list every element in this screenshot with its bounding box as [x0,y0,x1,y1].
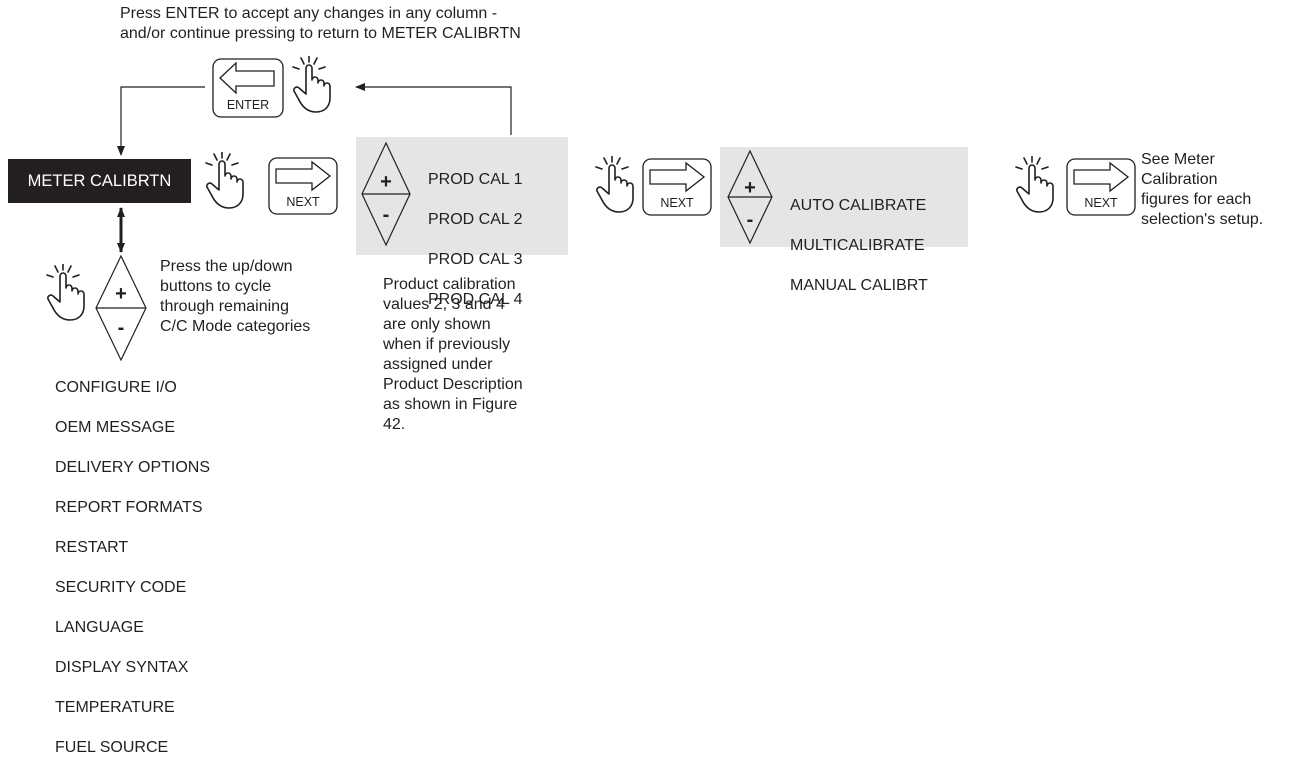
list-item: CONFIGURE I/O [55,379,177,396]
pointing-hand-icon [595,156,634,213]
left-arrow-icon [219,61,275,95]
list-item: REPORT FORMATS [55,499,203,516]
up-down-diamond-icon[interactable] [360,141,412,247]
enter-key[interactable]: ENTER [212,58,284,118]
up-down-diamond-icon[interactable] [726,149,774,245]
right-arrow-icon [1073,161,1130,193]
next-key-label: NEXT [660,196,694,210]
next-key[interactable]: NEXT [1066,158,1136,216]
list-item: PROD CAL 2 [428,211,523,228]
pointing-hand-icon [205,152,244,209]
product-cal-note: Product calibration values 2, 3 and 4 ar… [383,276,523,433]
right-arrow-icon [275,160,332,192]
list-item: RESTART [55,539,129,556]
list-item: TEMPERATURE [55,699,175,716]
plus-key[interactable]: + [115,283,127,305]
next-key[interactable]: NEXT [268,157,338,215]
next-key-frame [642,158,712,216]
enter-key-label: ENTER [226,98,270,112]
next-key[interactable]: NEXT [642,158,712,216]
list-item: MANUAL CALIBRT [790,277,928,294]
list-item: DISPLAY SYNTAX [55,659,189,676]
flow-arrows [117,83,512,253]
list-item: DELIVERY OPTIONS [55,459,211,476]
see-calibration-note: See Meter Calibration figures for each s… [1141,151,1264,228]
next-key-label: NEXT [286,195,320,209]
product-cal-panel [356,137,568,255]
enter-key-frame [212,58,284,118]
prod-to-enter-arrow [355,83,512,135]
pointing-hand-icon [292,56,331,113]
enter-instruction: Press ENTER to accept any changes in any… [120,5,521,42]
right-arrow-icon [649,161,706,193]
calibration-mode-list: AUTO CALIBRATE MULTICALIBRATE MANUAL CAL… [790,176,928,316]
product-cal-list: PROD CAL 1 PROD CAL 2 PROD CAL 3 PROD CA… [428,150,523,330]
pointing-hand-icon [1015,156,1054,213]
list-item: SECURITY CODE [55,579,187,596]
menu-item-meter-calibrtn: METER CALIBRTN [8,159,191,203]
minus-key[interactable]: - [117,317,125,339]
list-item: PROD CAL 4 [428,291,523,308]
plus-key[interactable]: + [744,177,756,199]
next-key-frame [268,157,338,215]
list-item: PROD CAL 3 [428,251,523,268]
list-item: FUEL SOURCE [55,739,169,756]
minus-key[interactable]: - [746,209,754,231]
updown-instruction: Press the up/down buttons to cycle throu… [160,258,311,335]
list-item: PROD CAL 1 [428,171,523,188]
up-down-diamond-icon[interactable] [94,254,148,362]
enter-return-arrow [117,86,205,156]
list-item: LANGUAGE [55,619,144,636]
minus-key[interactable]: - [382,204,390,226]
list-item: MULTICALIBRATE [790,237,925,254]
next-key-label: NEXT [1084,196,1118,210]
list-item: AUTO CALIBRATE [790,197,927,214]
list-item: OEM MESSAGE [55,419,176,436]
next-key-frame [1066,158,1136,216]
cc-mode-category-list: CONFIGURE I/O OEM MESSAGE DELIVERY OPTIO… [55,358,210,778]
pointing-hand-icon [46,264,85,321]
plus-key[interactable]: + [380,171,392,193]
